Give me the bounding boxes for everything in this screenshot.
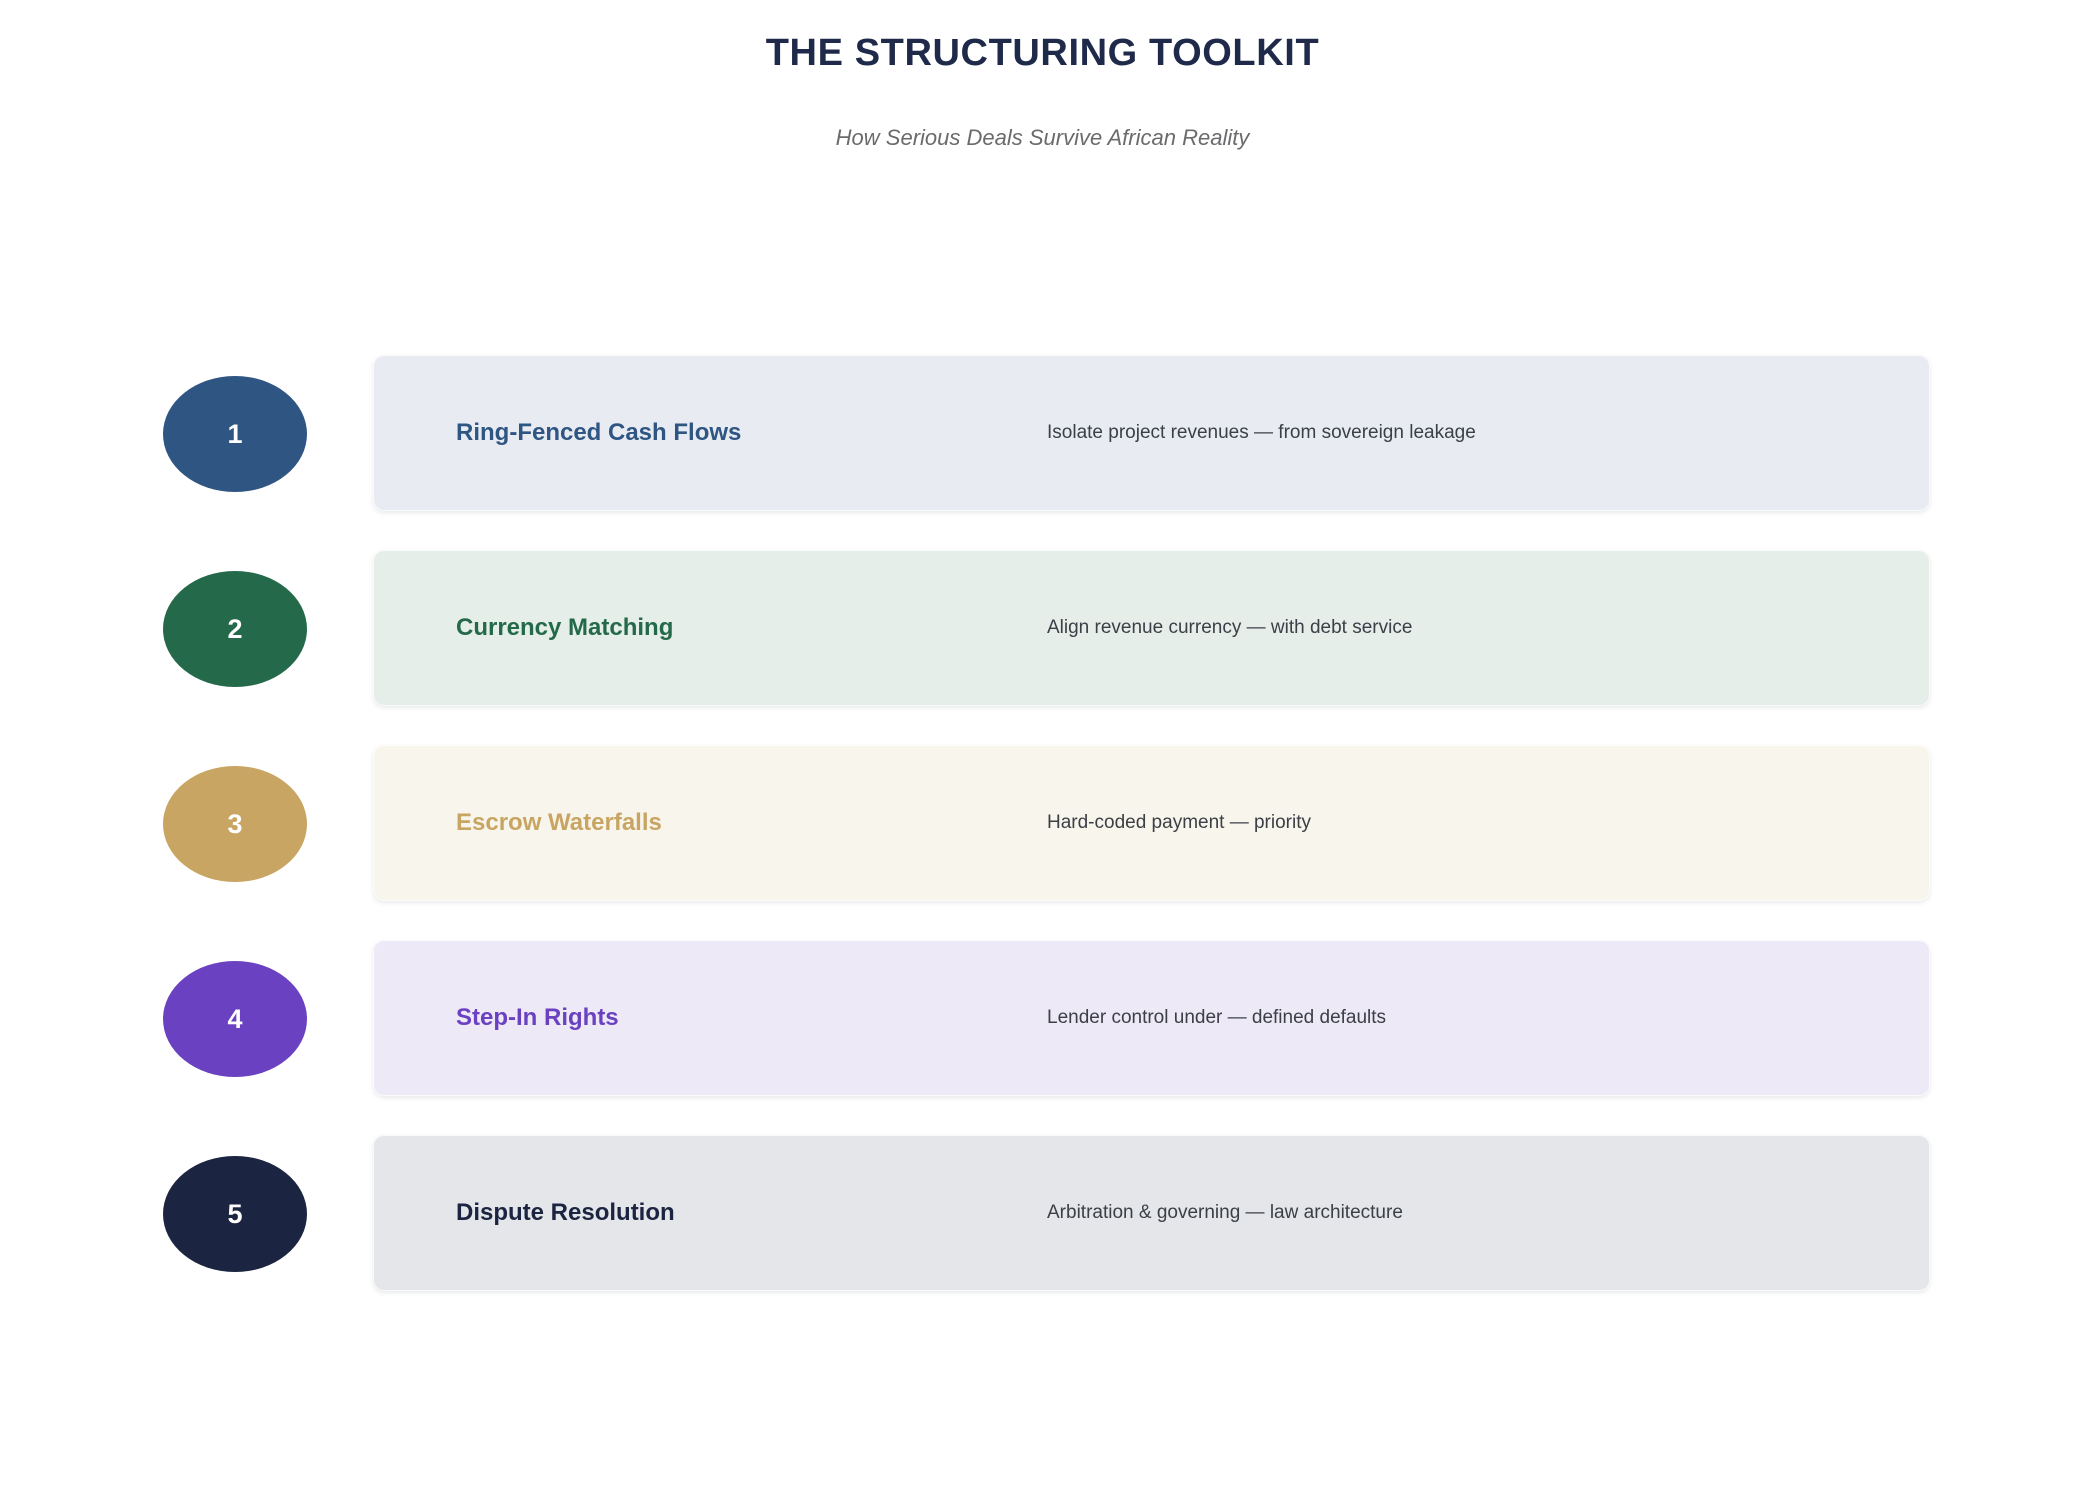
step-description: Hard-coded payment — priority [1047,812,1311,833]
step-number: 3 [227,808,243,839]
step-label: Escrow Waterfalls [456,809,662,836]
step-badge-5[interactable]: 5 [163,1156,307,1272]
step-label: Dispute Resolution [456,1199,675,1226]
step-badge-2[interactable]: 2 [163,571,307,687]
step-label: Ring-Fenced Cash Flows [456,419,742,446]
step-card-3[interactable]: Escrow Waterfalls Hard-coded payment — p… [373,745,1930,901]
step-description: Align revenue currency — with debt servi… [1047,617,1413,638]
step-number: 1 [227,418,243,449]
step-card-2[interactable]: Currency Matching Align revenue currency… [373,550,1930,706]
step-number: 5 [227,1198,243,1229]
page-header: THE STRUCTURING TOOLKIT How Serious Deal… [0,0,2085,151]
toolkit-row: 4 Step-In Rights Lender control under — … [0,940,2085,1096]
toolkit-step-list: 1 Ring-Fenced Cash Flows Isolate project… [0,355,2085,1330]
step-badge-1[interactable]: 1 [163,376,307,492]
step-card-1[interactable]: Ring-Fenced Cash Flows Isolate project r… [373,355,1930,511]
step-description: Isolate project revenues — from sovereig… [1047,422,1476,443]
step-description: Arbitration & governing — law architectu… [1047,1202,1403,1223]
step-badge-3[interactable]: 3 [163,766,307,882]
step-card-5[interactable]: Dispute Resolution Arbitration & governi… [373,1135,1930,1291]
page-subtitle: How Serious Deals Survive African Realit… [835,125,1250,150]
toolkit-row: 5 Dispute Resolution Arbitration & gover… [0,1135,2085,1291]
toolkit-row: 2 Currency Matching Align revenue curren… [0,550,2085,706]
step-card-4[interactable]: Step-In Rights Lender control under — de… [373,940,1930,1096]
step-number: 2 [227,613,243,644]
toolkit-row: 3 Escrow Waterfalls Hard-coded payment —… [0,745,2085,901]
step-label: Currency Matching [456,614,674,641]
step-description: Lender control under — defined defaults [1047,1007,1387,1028]
toolkit-row: 1 Ring-Fenced Cash Flows Isolate project… [0,355,2085,511]
step-number: 4 [227,1003,243,1034]
step-badge-4[interactable]: 4 [163,961,307,1077]
step-label: Step-In Rights [456,1004,619,1031]
page-title: THE STRUCTURING TOOLKIT [765,32,1320,74]
